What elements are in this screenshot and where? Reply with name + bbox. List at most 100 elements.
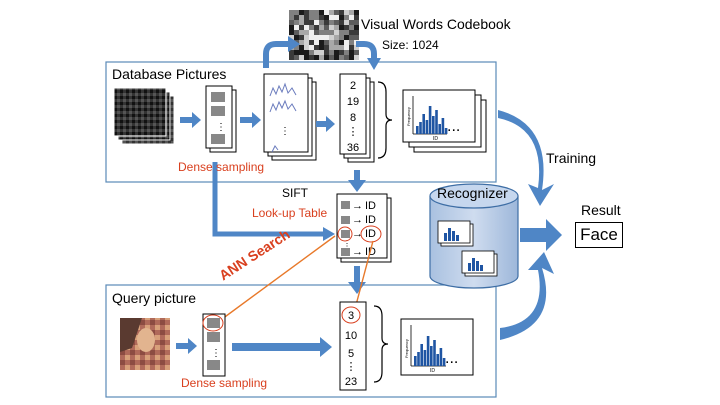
mosaic-cell [319, 45, 324, 50]
mosaic-cell [334, 20, 339, 25]
mosaic-cell [339, 35, 344, 40]
mosaic-cell [309, 45, 314, 50]
mosaic-cell [324, 30, 329, 35]
mosaic-cell [314, 15, 319, 20]
mosaic-cell [314, 55, 319, 60]
sift-label: SIFT [282, 186, 308, 200]
query-image [120, 318, 170, 370]
mosaic-cell [299, 10, 304, 15]
query-to-recognizer-arrow [500, 252, 554, 340]
histogram-bar [432, 116, 435, 134]
mosaic-cell [309, 55, 314, 60]
mosaic-cell [299, 45, 304, 50]
mosaic-cell [314, 25, 319, 30]
mosaic-cell [324, 35, 329, 40]
database-to-lookup-arrowhead [323, 227, 335, 241]
mosaic-cell [349, 10, 354, 15]
mosaic-cell [304, 40, 309, 45]
mosaic-cell [349, 15, 354, 20]
training-label: Training [546, 150, 597, 166]
result-label: Result [581, 202, 621, 218]
mosaic-cell [329, 50, 334, 55]
mosaic-cell [324, 15, 329, 20]
mosaic-cell [304, 30, 309, 35]
sift-to-lookup-arrow [348, 170, 366, 192]
mosaic-cell [339, 55, 344, 60]
mosaic-cell [314, 35, 319, 40]
histogram-bar [439, 348, 443, 366]
mosaic-cell [324, 50, 329, 55]
query-id-list [339, 301, 367, 391]
db-id-0: 2 [350, 80, 356, 92]
mosaic-cell [309, 30, 314, 35]
histogram-bar [433, 340, 436, 366]
mosaic-cell [294, 45, 299, 50]
mosaic-cell [294, 25, 299, 30]
mosaic-cell [294, 10, 299, 15]
mosaic-cell [329, 25, 334, 30]
query-patches-icon: ⋮ [202, 313, 226, 377]
ann-result-line [355, 240, 374, 306]
mosaic-cell [334, 50, 339, 55]
mosaic-cell [334, 15, 339, 20]
mosaic-cell [349, 20, 354, 25]
mosaic-cell [324, 10, 329, 15]
from-codebook-arrow [356, 41, 377, 60]
mosaic-cell [304, 35, 309, 40]
mosaic-cell [289, 10, 294, 15]
mosaic-cell [339, 20, 344, 25]
histogram-bar [430, 346, 433, 366]
query-brace [373, 305, 389, 383]
mosaic-cell [319, 40, 324, 45]
recognizer-label: Recognizer [437, 185, 508, 201]
mosaic-cell [319, 10, 324, 15]
mosaic-cell [344, 30, 349, 35]
mosaic-cell [304, 45, 309, 50]
histogram-bar [436, 354, 439, 366]
histogram-bar [426, 336, 430, 366]
database-flow-arrows [180, 112, 335, 132]
mosaic-cell [324, 20, 329, 25]
query-flow-arrows [176, 337, 332, 357]
mosaic-cell [339, 40, 344, 45]
query-patch-highlight [202, 314, 224, 332]
database-id-list [339, 73, 375, 163]
database-histogram-icon [402, 89, 487, 153]
lookup-id-2: ID [365, 228, 376, 240]
database-to-lookup-arrow [212, 162, 325, 237]
mosaic-cell [314, 45, 319, 50]
mosaic-cell [344, 55, 349, 60]
database-frame [105, 61, 497, 183]
mosaic-cell [324, 45, 329, 50]
mosaic-cell [314, 50, 319, 55]
mosaic-cell [329, 20, 334, 25]
query-id-2: 5 [348, 348, 354, 360]
database-images-icon [113, 87, 175, 145]
mosaic-cell [334, 25, 339, 30]
lookup-id-1: ID [365, 214, 376, 226]
mosaic-cell [344, 25, 349, 30]
lookup-arrow-1: → [352, 214, 363, 226]
query-label: Query picture [112, 290, 197, 306]
mosaic-cell [354, 10, 359, 15]
mosaic-cell [289, 20, 294, 25]
mosaic-cell [299, 55, 304, 60]
mosaic-cell [294, 35, 299, 40]
mosaic-cell [309, 15, 314, 20]
svg-text:⋮: ⋮ [211, 348, 221, 359]
mosaic-cell [354, 30, 359, 35]
mosaic-cell [329, 15, 334, 20]
mosaic-cell [349, 35, 354, 40]
histogram-bar [425, 120, 429, 134]
mosaic-cell [349, 45, 354, 50]
mosaic-cell [329, 35, 334, 40]
histogram-bar [444, 128, 448, 134]
mosaic-cell [354, 25, 359, 30]
mosaic-cell [309, 10, 314, 15]
mosaic-cell [339, 10, 344, 15]
codebook-mosaic-image [289, 10, 359, 60]
query-id-4: 23 [345, 376, 357, 388]
mosaic-cell [304, 50, 309, 55]
query-hist-y-label: Frequency [404, 339, 409, 358]
mosaic-cell [319, 35, 324, 40]
